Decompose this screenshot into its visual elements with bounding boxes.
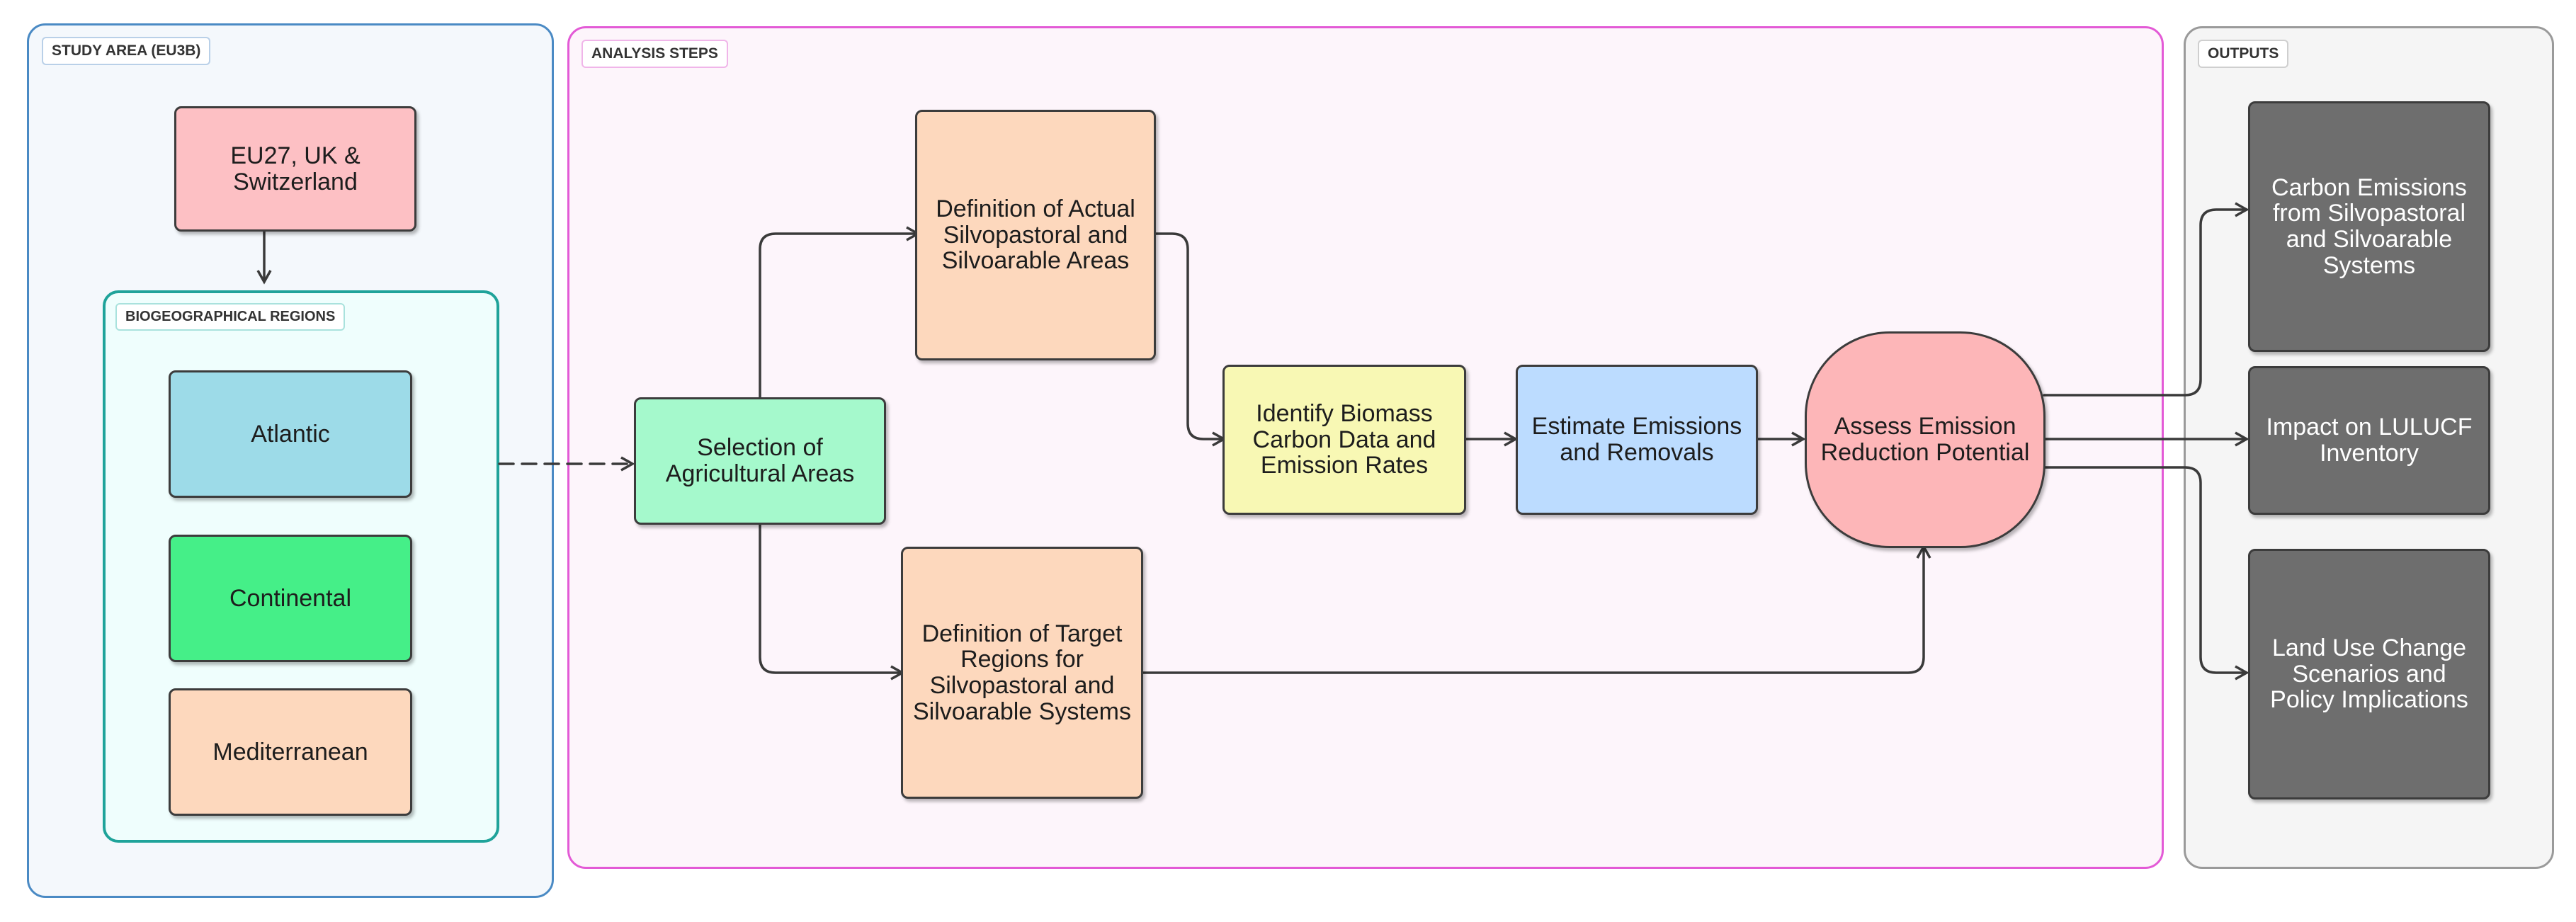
node-out-lulucf-label: Impact on LULUCF Inventory bbox=[2266, 414, 2473, 467]
node-output-land-use-change: Land Use Change Scenarios and Policy Imp… bbox=[2248, 549, 2490, 799]
node-atlantic-label: Atlantic bbox=[251, 420, 330, 448]
node-estimate-emissions-removals: Estimate Emissions and Removals bbox=[1516, 365, 1758, 515]
analysis-steps-label: ANALYSIS STEPS bbox=[581, 40, 728, 68]
edge-selection-to-def-actual bbox=[759, 226, 921, 399]
node-selection-of-agricultural-areas: Selection of Agricultural Areas bbox=[634, 397, 886, 525]
node-mediterranean: Mediterranean bbox=[169, 688, 412, 816]
node-eu27-uk-switzerland: EU27, UK & Switzerland bbox=[174, 106, 416, 232]
node-assess-label: Assess Emission Reduction Potential bbox=[1820, 413, 2030, 466]
node-mediterranean-label: Mediterranean bbox=[212, 738, 368, 766]
node-estimate-label: Estimate Emissions and Removals bbox=[1531, 413, 1742, 466]
node-out-landuse-label: Land Use Change Scenarios and Policy Imp… bbox=[2270, 634, 2468, 714]
node-identify-biomass-carbon-data: Identify Biomass Carbon Data and Emissio… bbox=[1222, 365, 1466, 515]
edge-assess-to-out-carbon bbox=[2043, 202, 2249, 397]
node-continental-label: Continental bbox=[229, 584, 351, 612]
edge-assess-to-out-landuse bbox=[2043, 466, 2249, 681]
node-identify-label: Identify Biomass Carbon Data and Emissio… bbox=[1252, 399, 1436, 479]
node-assess-emission-reduction-potential: Assess Emission Reduction Potential bbox=[1805, 331, 2046, 548]
node-atlantic: Atlantic bbox=[169, 370, 412, 498]
biogeographical-regions-label: BIOGEOGRAPHICAL REGIONS bbox=[115, 303, 346, 331]
node-def-actual-label: Definition of Actual Silvopastoral and S… bbox=[936, 195, 1135, 275]
node-out-carbon-label: Carbon Emissions from Silvopastoral and … bbox=[2271, 173, 2467, 279]
node-output-lulucf-impact: Impact on LULUCF Inventory bbox=[2248, 366, 2490, 515]
study-area-label: STUDY AREA (EU3B) bbox=[42, 37, 211, 65]
node-definition-target-regions: Definition of Target Regions for Silvopa… bbox=[901, 547, 1143, 799]
edge-def-target-to-assess bbox=[1140, 544, 1931, 674]
outputs-label: OUTPUTS bbox=[2198, 40, 2289, 68]
edge-selection-to-def-target bbox=[759, 523, 905, 681]
node-continental: Continental bbox=[169, 535, 412, 662]
node-eu27-label: EU27, UK & Switzerland bbox=[230, 142, 361, 195]
node-output-carbon-emissions: Carbon Emissions from Silvopastoral and … bbox=[2248, 101, 2490, 352]
node-selection-label: Selection of Agricultural Areas bbox=[665, 434, 855, 487]
node-definition-actual-areas: Definition of Actual Silvopastoral and S… bbox=[915, 110, 1156, 360]
node-def-target-label: Definition of Target Regions for Silvopa… bbox=[913, 620, 1132, 725]
edge-def-actual-to-identify bbox=[1153, 232, 1227, 447]
